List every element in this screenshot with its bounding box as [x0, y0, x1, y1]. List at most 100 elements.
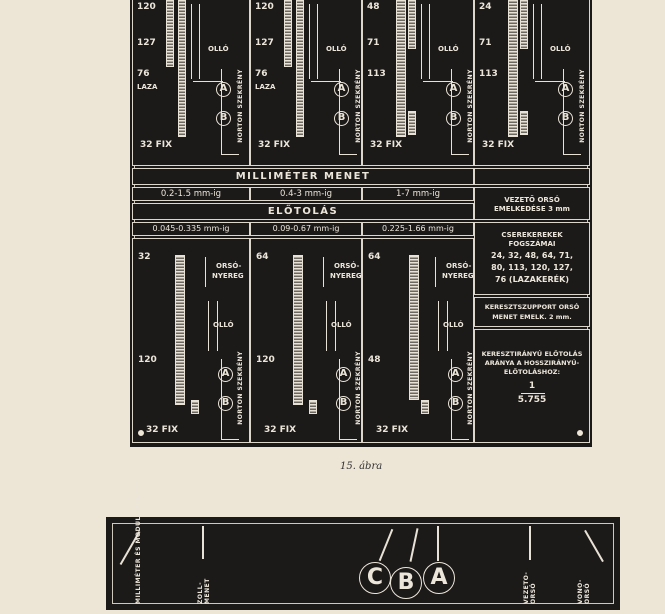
gear-label: 71	[479, 38, 492, 48]
gears-line-3: 24, 32, 48, 64, 71,	[491, 251, 573, 260]
lever-position-a: A	[558, 82, 573, 97]
gear-label: 120	[137, 2, 156, 12]
cross-line-1: KERESZTSZUPPORT ORSÓ	[484, 303, 580, 311]
saddle-outline	[205, 257, 206, 287]
gear-label: 76	[255, 69, 268, 79]
gear-label: 76	[137, 69, 150, 79]
housing-line	[339, 439, 357, 440]
fixed-gear-label: 32 FIX	[146, 425, 179, 435]
idler-label: LAZA	[137, 83, 158, 91]
quadrant-outline	[533, 4, 534, 79]
mounting-hole	[576, 429, 584, 437]
lever-a[interactable]: A	[423, 562, 455, 594]
lead-line-2: EMELKEDÉSE 3 mm	[494, 205, 570, 213]
gear-label: 24	[479, 2, 492, 12]
pointer-line	[529, 526, 531, 560]
spindle-label: ORSÓ-	[446, 262, 472, 270]
gear-label: 127	[255, 38, 274, 48]
metric-module-thread-label: MILLIMÉTER ÉS MODUL- MENET	[135, 484, 142, 604]
idler-label: LAZA	[255, 83, 276, 91]
gear-label: 127	[137, 38, 156, 48]
lever-position-b: B	[334, 111, 349, 126]
quadrant-outline	[447, 301, 448, 351]
pointer-line	[378, 528, 394, 562]
fraction-bar	[521, 393, 545, 394]
lever-b[interactable]: B	[390, 567, 422, 599]
quadrant-label: OLLÓ	[208, 45, 229, 53]
quadrant-outline	[326, 301, 327, 351]
headstock-label: NYEREG	[330, 272, 362, 280]
millimeter-header: MILLIMÉTER MENET	[132, 168, 474, 185]
gear-label: 113	[367, 69, 386, 79]
quadrant-outline	[309, 4, 310, 79]
gear-label: 120	[138, 355, 157, 365]
lever-plate: MILLIMÉTER ÉS MODUL- MENET ZOLL- MENET C…	[106, 484, 620, 610]
housing-line	[221, 154, 239, 155]
quadrant-outline	[199, 4, 200, 79]
fixed-gear	[309, 400, 317, 414]
gear-label: 48	[368, 355, 381, 365]
housing-line	[563, 154, 581, 155]
feed-header-text: ELŐTOLÁS	[267, 206, 339, 217]
lever-position-b: B	[336, 396, 351, 411]
lever-position-a: A	[334, 82, 349, 97]
gear	[409, 255, 419, 400]
gear-label: 48	[367, 2, 380, 12]
feed-range-cell: 0.225-1.66 mm-ig	[362, 222, 474, 236]
spindle-label: ORSÓ-	[216, 262, 242, 270]
feed-range: 0.09-0.67 mm-ig	[272, 224, 340, 233]
thread-range-cell: 0.2-1.5 mm-ig	[132, 187, 250, 201]
norton-gearbox-label: NORTON SZEKRÉNY	[355, 69, 362, 143]
gear-label: 113	[479, 69, 498, 79]
lever-position-a: A	[448, 367, 463, 382]
quadrant-outline	[208, 301, 209, 351]
housing-line	[423, 81, 453, 82]
millimeter-header-text: MILLIMÉTER MENET	[235, 171, 371, 182]
norton-gearbox-label: NORTON SZEKRÉNY	[355, 351, 362, 425]
ratio-line-3: ELŐTOLÁSHOZ:	[503, 368, 561, 376]
spindle-label: ORSÓ-	[334, 262, 360, 270]
housing-line	[451, 154, 469, 155]
fixed-gear-label: 32 FIX	[482, 140, 515, 150]
pointer-line	[202, 526, 204, 559]
quadrant-outline	[317, 4, 318, 79]
quadrant-outline	[429, 4, 430, 79]
norton-gearbox-label: NORTON SZEKRÉNY	[237, 351, 244, 425]
gear	[293, 255, 303, 405]
housing-line	[221, 439, 239, 440]
norton-gearbox-label: NORTON SZEKRÉNY	[579, 69, 586, 143]
quadrant-outline	[217, 301, 218, 351]
pointer-line	[409, 528, 419, 562]
lever-position-b: B	[218, 396, 233, 411]
quadrant-outline	[541, 4, 542, 79]
ratio-numerator: 1	[528, 381, 536, 391]
fixed-gear-label: 32 FIX	[370, 140, 403, 150]
norton-gearbox-label: NORTON SZEKRÉNY	[237, 69, 244, 143]
gear-label: 64	[368, 252, 381, 262]
pointer-line	[584, 529, 604, 563]
quadrant-outline	[421, 4, 422, 79]
lever-position-a: A	[446, 82, 461, 97]
lever-c[interactable]: C	[359, 562, 391, 594]
saddle-outline	[323, 257, 324, 287]
lead-screw-label: VEZETŐ- ORSÓ	[523, 571, 537, 604]
thread-range: 0.2-1.5 mm-ig	[160, 189, 222, 199]
fixed-gear-label: 32 FIX	[140, 140, 173, 150]
lever-position-a: A	[216, 82, 231, 97]
housing-line	[451, 439, 469, 440]
change-gears-info: CSEREKEREKEK FOGSZÁMAI 24, 32, 48, 64, 7…	[474, 222, 590, 295]
gear	[520, 111, 528, 135]
saddle-outline	[435, 257, 436, 287]
gear	[408, 0, 416, 49]
cross-slide-info: KERESZTSZUPPORT ORSÓ MENET EMELK. 2 mm.	[474, 297, 590, 327]
lever-position-a: A	[336, 367, 351, 382]
thread-range: 0.4-3 mm-ig	[279, 189, 333, 199]
gear-label: 120	[255, 2, 274, 12]
gear	[178, 0, 186, 137]
gear	[175, 255, 185, 405]
